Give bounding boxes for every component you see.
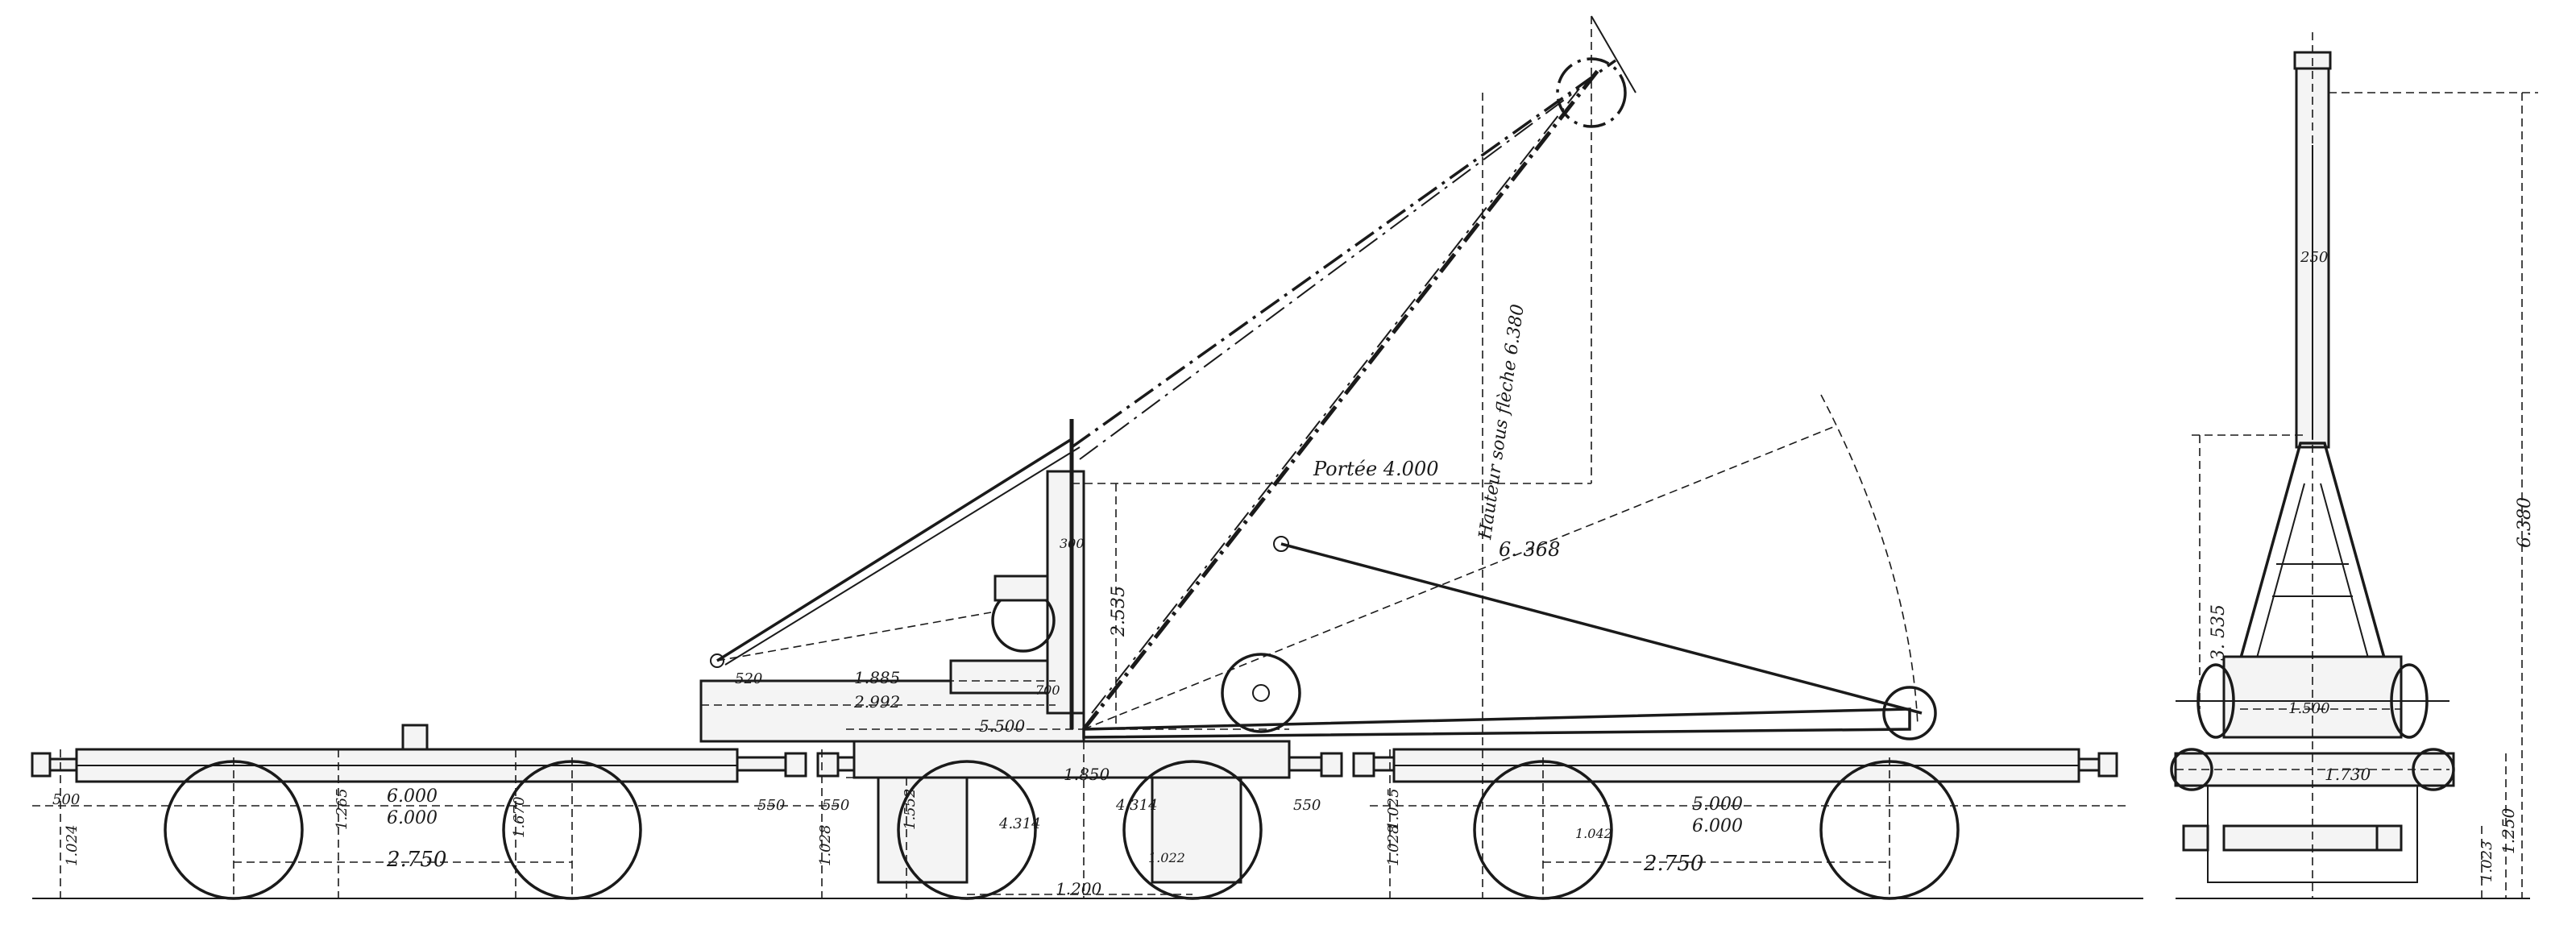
jib-lowered-body	[1082, 707, 1911, 739]
label-520: 520	[735, 670, 762, 687]
label-550-c: 550	[1293, 797, 1321, 814]
label-1022: 1.022	[1148, 850, 1185, 865]
label-1024: 1.024	[64, 824, 81, 866]
label-portee: Portée 4.000	[1313, 458, 1438, 480]
label-1885: 1.885	[854, 668, 900, 687]
jib-lowered-tie	[1280, 542, 1923, 715]
label-4314-b: 4.314	[1115, 797, 1158, 814]
label-1200: 1.200	[1056, 879, 1102, 898]
right-coupling	[1288, 756, 1323, 772]
side-view: Portée 4.000 Hauteur sous flèche 6.380 6…	[31, 15, 2143, 900]
label-1025: 1.025	[1385, 788, 1402, 830]
left-wagon-post	[401, 724, 429, 751]
left-wagon	[31, 724, 739, 900]
label-1042: 1.042	[1575, 826, 1612, 841]
left-coupling	[736, 756, 787, 772]
left-axlebox	[877, 776, 969, 884]
label-4314-a: 4.314	[998, 815, 1041, 832]
label-5500: 5.500	[979, 716, 1026, 736]
right-axlebox	[1151, 776, 1242, 884]
crane-wagon	[699, 419, 1396, 900]
label-700: 700	[1035, 682, 1060, 698]
label-500: 500	[52, 791, 80, 808]
end-wheel-left	[2170, 748, 2213, 791]
label-5000: 5.000	[1692, 794, 1743, 815]
label-2750-l: 2.750	[386, 848, 446, 872]
label-1265: 1.265	[334, 788, 351, 830]
label-end-1500: 1.500	[2288, 700, 2330, 717]
label-radius: 6. 368	[1499, 538, 1560, 561]
label-1670: 1.670	[511, 796, 528, 838]
label-550-b: 550	[822, 797, 849, 814]
label-end-1023: 1.023	[2479, 840, 2495, 882]
label-end-3535: 3. 535	[2209, 604, 2229, 661]
right-buffer-stem	[2077, 757, 2101, 772]
crane-wheel-2	[1122, 760, 1263, 900]
label-jib-height: 2.535	[1109, 586, 1129, 637]
jib-tip-pulley	[1882, 686, 1937, 741]
label-1028-l: 1.028	[817, 824, 834, 866]
label-1028-r: 1.028	[1385, 824, 1402, 866]
label-6000-l2: 6.000	[387, 808, 438, 828]
counter-tie	[716, 438, 1072, 662]
label-hauteur: Hauteur sous flèche 6.380	[1475, 303, 1529, 541]
crane-post	[1046, 470, 1085, 715]
crane-wheel-1	[897, 760, 1037, 900]
winch-gear	[993, 575, 1049, 602]
label-550-a: 550	[757, 797, 785, 814]
end-view: 250 6.380 3. 535 1.500 1.730 1.250 1.023	[2170, 32, 2538, 899]
radius-arc	[1820, 394, 1919, 726]
left-buffer-head	[31, 752, 52, 778]
label-1850: 1.850	[1064, 765, 1110, 784]
label-end-1250: 1.250	[2499, 807, 2518, 854]
label-300: 300	[1060, 536, 1085, 551]
dimension-construction	[32, 93, 2127, 898]
label-1552: 1.552	[902, 788, 919, 830]
right-buffer-head	[2097, 752, 2118, 778]
block-pulley	[1221, 653, 1301, 733]
jib-upper-chord	[1070, 59, 1617, 449]
label-end-6380: 6.380	[2515, 497, 2535, 548]
end-axle	[2222, 824, 2379, 852]
jib-lower-chord	[1082, 67, 1601, 731]
label-end-250: 250	[2300, 249, 2328, 266]
right-wagon	[1392, 748, 2118, 900]
label-6000-r: 6.000	[1692, 816, 1743, 836]
label-end-1730: 1.730	[2325, 765, 2371, 784]
label-6000-l1: 6.000	[387, 786, 438, 807]
label-2992: 2.992	[853, 692, 900, 711]
left-buffer-stem	[48, 757, 78, 772]
label-2750-r: 2.750	[1643, 852, 1703, 876]
crane-jib-raised	[1070, 15, 1636, 731]
